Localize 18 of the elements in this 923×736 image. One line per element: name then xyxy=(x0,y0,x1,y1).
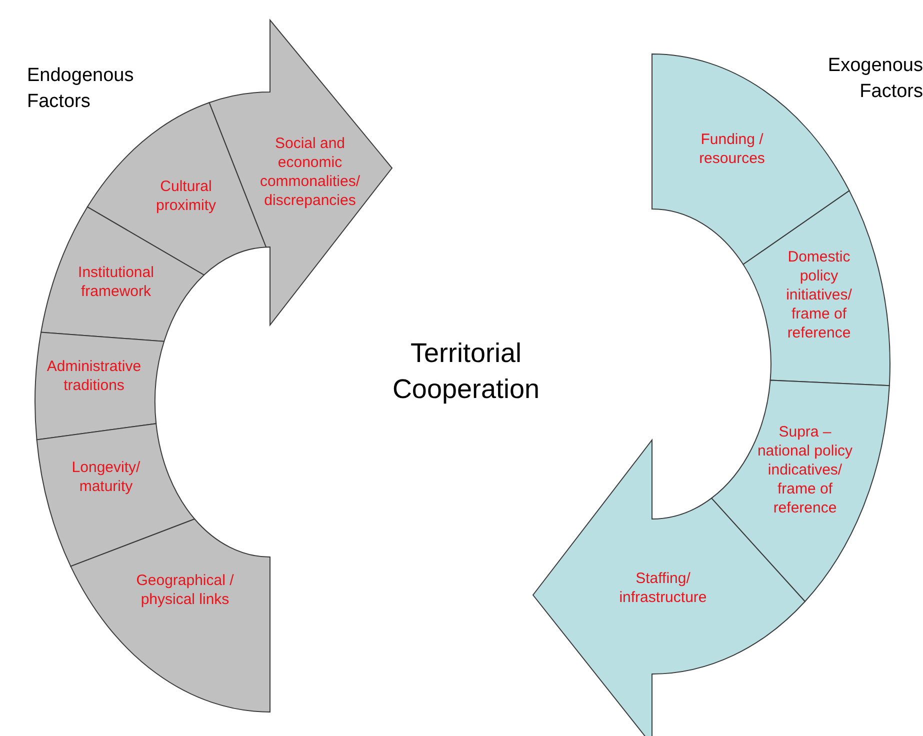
arrow-segment xyxy=(34,332,165,440)
arrow-segment xyxy=(36,423,196,567)
segment-label: Domestic policy initiatives/ frame of reference xyxy=(785,248,853,342)
segment-label: Funding / resources xyxy=(698,130,766,168)
segment-label: Geographical / physical links xyxy=(135,571,235,609)
segment-label: Institutional framework xyxy=(77,263,155,301)
segment-label: Administrative traditions xyxy=(46,357,142,395)
segment-label: Supra – national policy indicatives/ frame of reference xyxy=(756,422,854,518)
center-label: Territorial Cooperation xyxy=(391,337,541,406)
heading-label: Endogenous Factors xyxy=(27,64,135,114)
segment-label: Social and economic commonalities/ discrepancies xyxy=(258,134,362,210)
segment-label: Longevity/ maturity xyxy=(70,458,142,496)
arrow-segment xyxy=(742,190,890,386)
segment-label: Staffing/ infrastructure xyxy=(618,569,708,607)
segment-label: Cultural proximity xyxy=(154,177,217,215)
arrow-segment xyxy=(70,518,270,712)
arrow-segment xyxy=(711,380,890,602)
heading-label: Exogenous Factors xyxy=(826,54,923,104)
